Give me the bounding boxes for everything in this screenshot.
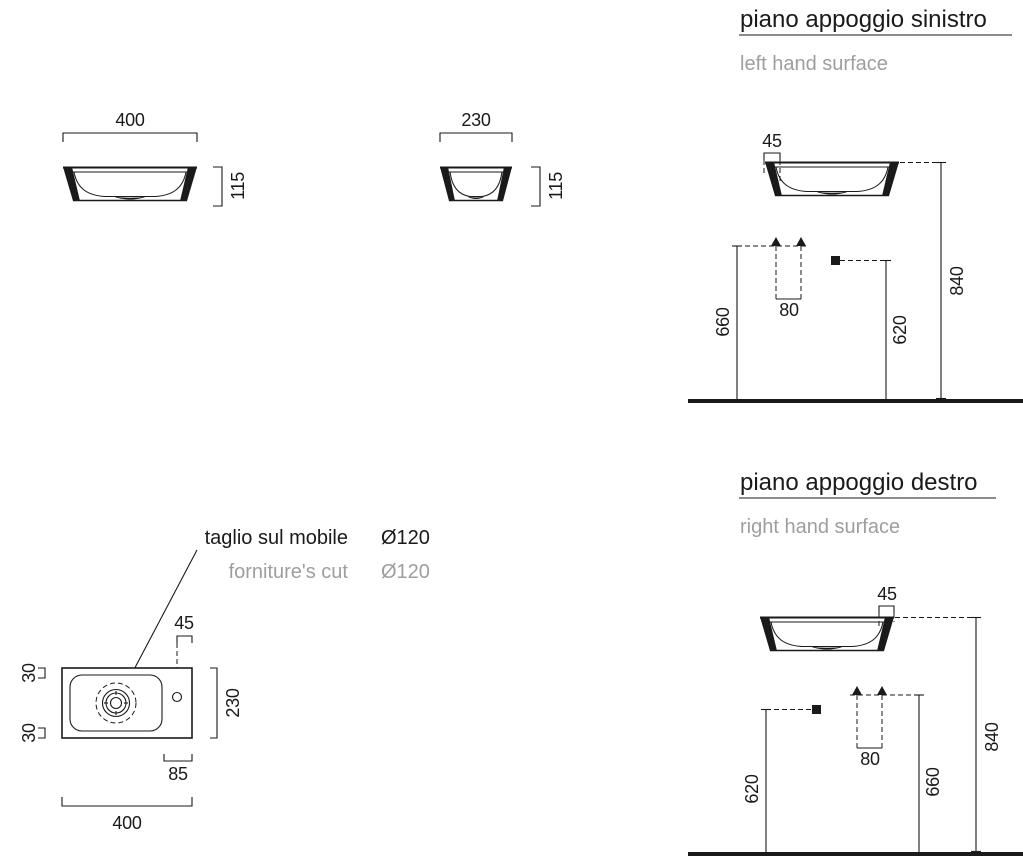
water-supply-icon [796,237,806,246]
dim-line-width [62,132,198,142]
cut-label-en: forniture's cut [229,561,349,583]
dim-label-rim-top: 30 [19,663,39,683]
dim-label-side-height: 115 [546,172,566,200]
dim-label-rim-bottom: 30 [19,723,39,743]
basin-bowl [69,674,163,732]
dim-label-supply-height: 660 [713,307,733,336]
cut-diameter-en: Ø120 [381,561,430,583]
basin-front-drawing [62,166,198,202]
dim-line-height [531,166,541,207]
dim-line-rim-bottom [38,727,46,739]
dim-label-front-height: 115 [228,172,248,200]
dim-line-tap-offset [176,635,193,643]
plan-view: taglio sul mobile Ø120 forniture's cut Ø… [19,527,430,833]
drain-point-icon [812,705,821,714]
dim-label-depth: 230 [223,688,243,717]
cut-diameter-it: Ø120 [381,527,430,549]
dim-line-width [61,797,193,807]
dim-label-supply-spacing: 80 [860,749,880,769]
dim-line-tap-offset [878,605,895,613]
drain-circle [101,688,131,718]
right-surface-section: piano appoggio destro right hand surface… [688,469,1023,856]
cut-label-it: taglio sul mobile [205,527,348,549]
dim-line-depth [210,667,218,739]
section-subtitle: left hand surface [740,53,888,75]
section-title: piano appoggio sinistro [740,6,987,33]
dim-label-front-width: 400 [115,110,144,130]
furniture-cut-circle [95,682,137,724]
dim-line-tap-from-edge [163,754,193,762]
basin-front-drawing [759,616,895,652]
basin-front-drawing [764,161,900,197]
dim-line-width [439,132,513,142]
dim-line-tap-offset [763,152,781,160]
dim-label-rim-height: 840 [982,722,1002,751]
dim-line-rim-top [38,667,46,679]
water-supply-icon [877,686,887,695]
section-title: piano appoggio destro [740,469,978,496]
left-surface-section: piano appoggio sinistro left hand surfac… [688,6,1023,403]
drain-point-icon [831,256,840,265]
water-supply-icon [852,686,862,695]
dim-label-tap-offset: 45 [174,613,194,633]
dim-label-tap-offset: 45 [762,131,782,151]
dim-label-supply-height: 660 [923,767,943,796]
water-supply-icon [771,237,781,246]
side-view: 230 115 [439,110,566,207]
dim-label-tap-from-edge: 85 [168,764,188,784]
section-subtitle: right hand surface [740,516,900,538]
dim-label-side-width: 230 [461,110,490,130]
dim-label-supply-spacing: 80 [779,300,799,320]
dim-label-tap-offset: 45 [877,584,897,604]
front-view: 400 115 [62,110,248,207]
basin-side-drawing [439,166,513,202]
dim-label-rim-height: 840 [947,266,967,295]
tap-hole [171,691,183,703]
drain-circle [109,696,123,710]
dim-line-height [213,166,223,207]
dim-label-plan-width: 400 [112,813,141,833]
dim-label-drain-height: 620 [742,774,762,803]
dim-label-drain-height: 620 [890,315,910,344]
